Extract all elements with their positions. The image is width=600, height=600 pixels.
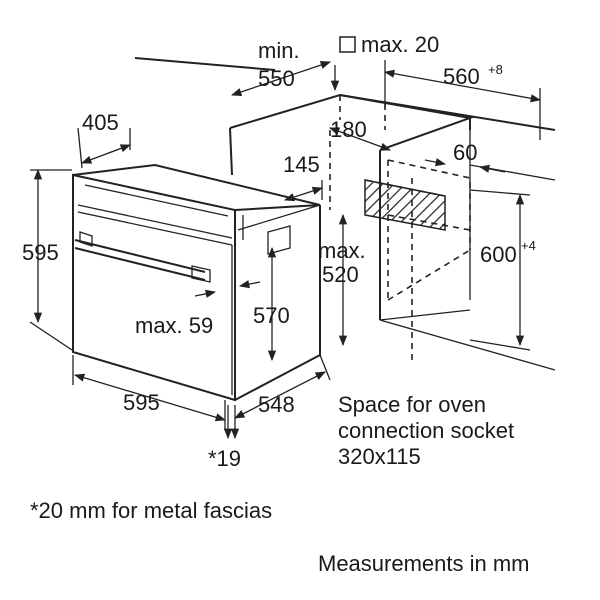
square-symbol-icon	[339, 36, 356, 53]
socket-area	[364, 179, 446, 231]
label-595-width: 595	[123, 390, 160, 415]
label-180: 180	[330, 117, 367, 142]
socket-note-line-2: connection socket	[338, 418, 514, 443]
label-550: 550	[258, 66, 295, 91]
label-560-sup: +8	[488, 62, 503, 77]
oven-body	[72, 163, 321, 402]
units-note: Measurements in mm	[318, 551, 530, 576]
dimension-labels: min. 550 max. 20 560 +8 180 405 60 145 5…	[22, 32, 536, 471]
socket-note: Space for oven connection socket 320x115	[338, 392, 514, 469]
label-595-height: 595	[22, 240, 59, 265]
label-145: 145	[283, 152, 320, 177]
label-560: 560	[443, 64, 480, 89]
label-min: min.	[258, 38, 300, 63]
label-548: 548	[258, 392, 295, 417]
label-520: 520	[322, 262, 359, 287]
label-60: 60	[453, 140, 477, 165]
label-600-sup: +4	[521, 238, 536, 253]
label-max59: max. 59	[135, 313, 213, 338]
label-600: 600	[480, 242, 517, 267]
socket-note-line-1: Space for oven	[338, 392, 486, 417]
label-max520-top: max.	[318, 238, 366, 263]
label-405: 405	[82, 110, 119, 135]
footnote: *20 mm for metal fascias	[30, 498, 272, 523]
label-19: *19	[208, 446, 241, 471]
socket-note-line-3: 320x115	[338, 444, 421, 469]
cabinet-niche	[134, 57, 556, 371]
label-570: 570	[253, 303, 290, 328]
label-max20: max. 20	[361, 32, 439, 57]
dimension-lines	[29, 60, 556, 440]
